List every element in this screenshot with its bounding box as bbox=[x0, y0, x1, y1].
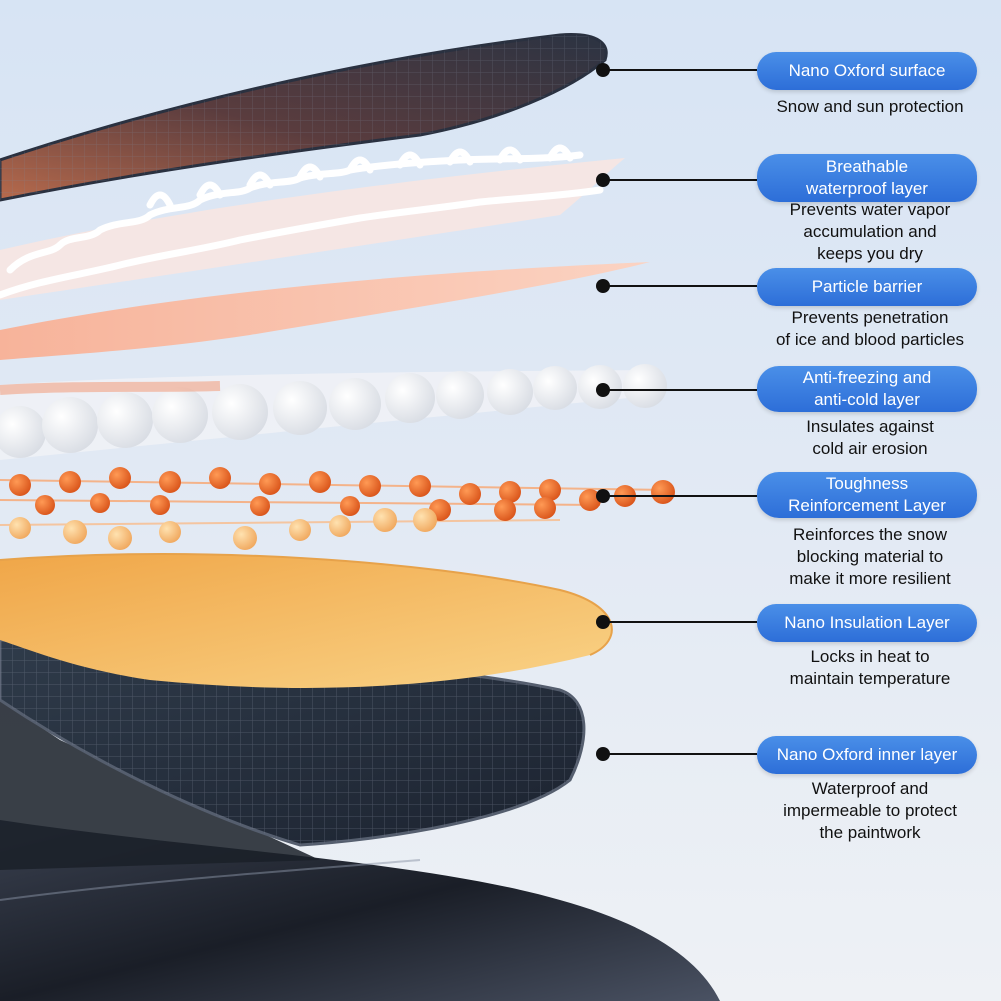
layer-title: Nano Oxford surface bbox=[788, 61, 946, 80]
layer-title: Anti-freezing and anti-cold layer bbox=[802, 368, 932, 409]
leader-line bbox=[603, 69, 757, 71]
layer-title: Breathable waterproof layer bbox=[806, 157, 928, 198]
layer-title-badge: Toughness Reinforcement Layer bbox=[757, 472, 977, 518]
car-hood bbox=[0, 820, 720, 1001]
leader-line bbox=[603, 753, 757, 755]
layer-title: Toughness Reinforcement Layer bbox=[788, 474, 946, 515]
layer-description: Snow and sun protection bbox=[776, 97, 964, 116]
layer-description: Locks in heat to maintain temperature bbox=[789, 647, 951, 688]
layer-title-badge: Breathable waterproof layer bbox=[757, 154, 977, 202]
layer-description: Prevents water vapor accumulation and ke… bbox=[789, 200, 951, 263]
leader-line bbox=[603, 389, 757, 391]
layer-description: Prevents penetration of ice and blood pa… bbox=[775, 308, 965, 349]
layer-title-badge: Nano Insulation Layer bbox=[757, 604, 977, 642]
layer-title-badge: Anti-freezing and anti-cold layer bbox=[757, 366, 977, 412]
layer-title-badge: Nano Oxford surface bbox=[757, 52, 977, 90]
leader-line bbox=[603, 495, 757, 497]
leader-line bbox=[603, 179, 757, 181]
layer-description: Reinforces the snow blocking material to… bbox=[789, 525, 951, 588]
leader-line bbox=[603, 285, 757, 287]
layer-title-badge: Nano Oxford inner layer bbox=[757, 736, 977, 774]
layer-title: Nano Oxford inner layer bbox=[776, 745, 958, 764]
layer-title-badge: Particle barrier bbox=[757, 268, 977, 306]
leader-line bbox=[603, 621, 757, 623]
layer-description: Insulates against cold air erosion bbox=[806, 417, 934, 458]
layer-title: Particle barrier bbox=[811, 277, 923, 296]
layer-title: Nano Insulation Layer bbox=[784, 613, 950, 632]
layer-description: Waterproof and impermeable to protect th… bbox=[783, 779, 957, 842]
